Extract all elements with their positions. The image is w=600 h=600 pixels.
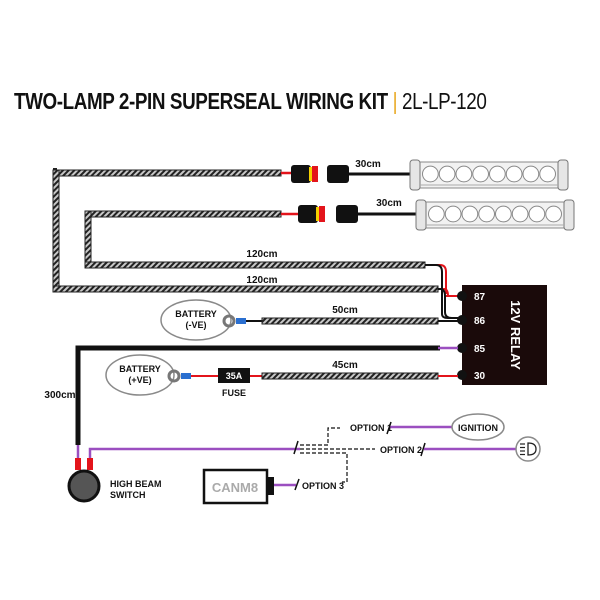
- ignition-source: IGNITION: [451, 413, 505, 441]
- battery-negative-line2: (-VE): [186, 320, 207, 330]
- power-run-length: 45cm: [332, 360, 358, 371]
- lamp-lead-1-length: 30cm: [355, 159, 381, 170]
- led-lens: [528, 205, 546, 223]
- headlight-high-beam-icon: [515, 436, 541, 462]
- led-light-bar-1: [409, 159, 569, 191]
- loom-ground: [261, 317, 439, 325]
- relay-label: 12V RELAY: [508, 300, 523, 370]
- light-bar-end-cap: [409, 159, 421, 191]
- led-lens: [438, 165, 456, 183]
- loom-run-1-length: 120cm: [246, 275, 277, 286]
- product-code: 2L-LP-120: [402, 88, 487, 114]
- switch-label-line1: HIGH BEAM: [110, 479, 162, 489]
- connector-male-1: [327, 165, 349, 183]
- fuse-body: [218, 368, 250, 383]
- canm8-module: CANM8: [202, 468, 274, 505]
- relay-pin-label-30: 30: [474, 371, 486, 382]
- relay: 87 86 85 30 12V RELAY: [457, 285, 547, 385]
- option-3-label: OPTION 3: [302, 481, 344, 491]
- battery-negative-line1: BATTERY: [175, 309, 217, 319]
- loom-run-2-length: 120cm: [246, 249, 277, 260]
- fuse-label: FUSE: [222, 388, 246, 398]
- relay-pin-86: [457, 315, 467, 325]
- lamp-lead-2-length: 30cm: [376, 198, 402, 209]
- switch-button: [67, 469, 101, 503]
- led-lens: [444, 205, 462, 223]
- loom-lamp-run-1: [52, 168, 439, 293]
- loom-top-1: [58, 169, 282, 177]
- battery-positive-terminal: BATTERY (+VE) 35A FUSE: [105, 354, 458, 398]
- relay-pin-label-86: 86: [474, 316, 486, 327]
- fuse-rating: 35A: [226, 371, 243, 381]
- canm8-label: CANM8: [212, 480, 258, 495]
- led-light-bar-2: [415, 199, 575, 231]
- ring-terminal-positive: [167, 369, 181, 383]
- relay-pin-85: [457, 343, 467, 353]
- light-bar-end-cap: [557, 159, 569, 191]
- connector-pair-2: [298, 205, 358, 223]
- relay-body: [462, 285, 547, 385]
- option-routing: [274, 421, 516, 491]
- led-lens: [545, 205, 562, 223]
- relay-input-wires: [425, 264, 458, 319]
- page-title: TWO-LAMP 2-PIN SUPERSEAL WIRING KIT|2L-L…: [14, 88, 487, 115]
- connector-pair-1: [291, 165, 349, 183]
- relay-pin-label-85: 85: [474, 344, 486, 355]
- connector-female-2: [298, 205, 318, 223]
- led-lens: [428, 205, 445, 223]
- option-2-label: OPTION 2: [380, 445, 422, 455]
- relay-pin-30: [457, 370, 467, 380]
- battery-positive-line1: BATTERY: [119, 364, 161, 374]
- loom-power: [261, 372, 439, 380]
- led-lens: [455, 165, 473, 183]
- connector-male-2: [336, 205, 358, 223]
- led-lens: [505, 165, 523, 183]
- led-lens: [478, 205, 495, 223]
- ground-run-length: 50cm: [332, 305, 358, 316]
- light-bar-end-cap: [415, 199, 427, 231]
- battery-positive-line2: (+VE): [128, 375, 151, 385]
- switch-label-line2: SWITCH: [110, 490, 146, 500]
- high-beam-switch[interactable]: [67, 447, 300, 503]
- switch-run: [75, 345, 458, 458]
- led-lens: [422, 165, 439, 183]
- connector-female-1: [291, 165, 311, 183]
- led-lens: [489, 165, 506, 183]
- ignition-label: IGNITION: [458, 423, 498, 433]
- relay-pin-87: [457, 291, 467, 301]
- relay-pin-label-87: 87: [474, 292, 486, 303]
- ring-terminal-negative: [222, 314, 236, 328]
- light-bar-end-cap: [563, 199, 575, 231]
- led-lens: [522, 165, 540, 183]
- led-lens: [539, 165, 556, 183]
- option-1-label: OPTION 1: [350, 423, 392, 433]
- battery-negative-terminal: BATTERY (-VE): [160, 299, 458, 341]
- crimp-positive: [181, 373, 191, 379]
- loom-top-2: [90, 210, 282, 218]
- title-main: TWO-LAMP 2-PIN SUPERSEAL WIRING KIT: [14, 88, 388, 114]
- title-separator: |: [392, 88, 398, 114]
- led-lens: [461, 205, 479, 223]
- led-lens: [495, 205, 512, 223]
- led-lens: [472, 165, 489, 183]
- led-lens: [511, 205, 529, 223]
- crimp-negative: [236, 318, 246, 324]
- switch-run-length: 300cm: [44, 390, 75, 401]
